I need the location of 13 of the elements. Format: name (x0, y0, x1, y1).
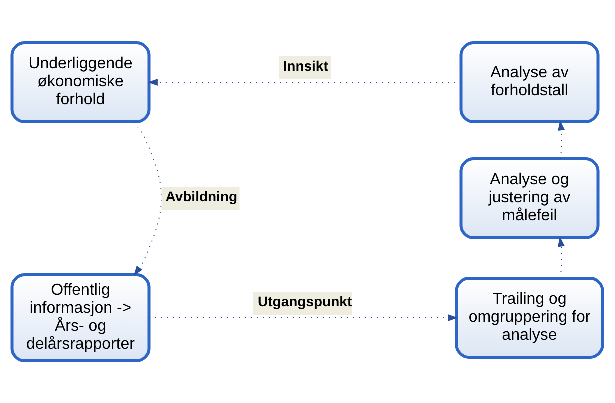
node-box: Analyse av forholdstall (460, 41, 600, 123)
node-box: Underliggende økonomiske forhold (10, 41, 151, 123)
edge-label: Utgangspunkt (258, 293, 352, 310)
arrow (558, 236, 565, 278)
edge-label: Innsikt (283, 58, 328, 74)
node-box: Offentlig informasjon -> Års- og delårsrapporter (10, 273, 151, 362)
node-box: Analyse og justering av målefeil (460, 157, 600, 239)
arrow (148, 78, 462, 86)
arrow (148, 314, 458, 321)
arrow (134, 121, 162, 276)
edge-label: Avbildning (166, 188, 238, 204)
node-box: Trailing og omgruppering for analyse (455, 276, 604, 358)
arrow (558, 120, 566, 159)
